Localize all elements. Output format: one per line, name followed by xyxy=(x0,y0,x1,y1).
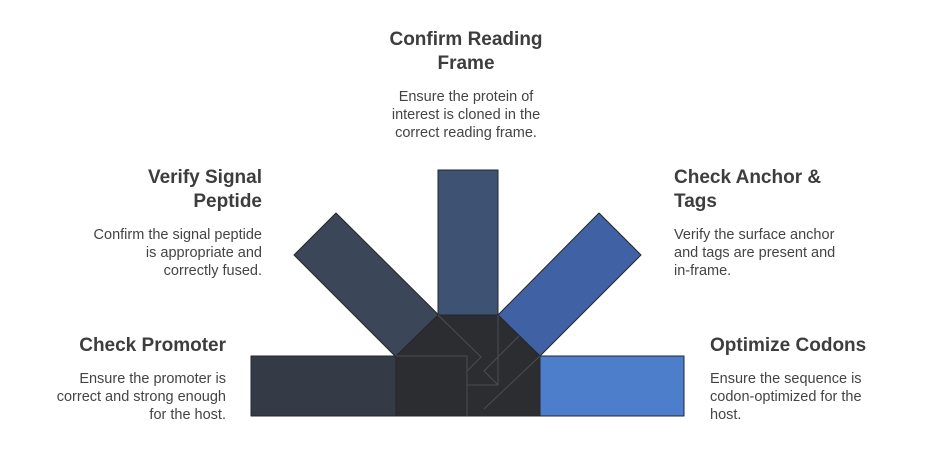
reading-frame-text: Confirm Reading Frame Ensure the protein… xyxy=(365,28,567,142)
anchor-tags-description: Verify the surface anchor and tags are p… xyxy=(674,227,836,279)
promoter-bar xyxy=(250,355,397,417)
codons-text: Optimize Codons Ensure the sequence is c… xyxy=(710,334,910,424)
reading-frame-description: Ensure the protein of interest is cloned… xyxy=(391,89,541,141)
hub-inner-line-2 xyxy=(437,314,482,372)
anchor-tags-title: Check Anchor & Tags xyxy=(674,167,822,212)
hub-inner-line-4 xyxy=(483,335,520,386)
reading-frame-bar xyxy=(437,169,499,316)
signal-peptide-text: Verify Signal Peptide Confirm the signal… xyxy=(62,166,262,280)
anchor-tags-text: Check Anchor & Tags Verify the surface a… xyxy=(674,166,874,280)
promoter-description: Ensure the promoter is correct and stron… xyxy=(56,371,226,423)
hub-inner-line-5 xyxy=(483,355,541,410)
promoter-title: Check Promoter xyxy=(79,335,226,356)
signal-peptide-description: Confirm the signal peptide is appropriat… xyxy=(93,227,262,279)
hub-inner-line-1 xyxy=(396,355,468,416)
codons-description: Ensure the sequence is codon-optimized f… xyxy=(710,371,862,423)
codons-bar xyxy=(539,355,685,417)
codons-title: Optimize Codons xyxy=(710,335,867,356)
promoter-text: Check Promoter Ensure the promoter is co… xyxy=(40,334,226,424)
anchor-tags-bar xyxy=(497,212,642,357)
reading-frame-title: Confirm Reading Frame xyxy=(389,29,543,74)
signal-peptide-title: Verify Signal Peptide xyxy=(147,167,262,212)
